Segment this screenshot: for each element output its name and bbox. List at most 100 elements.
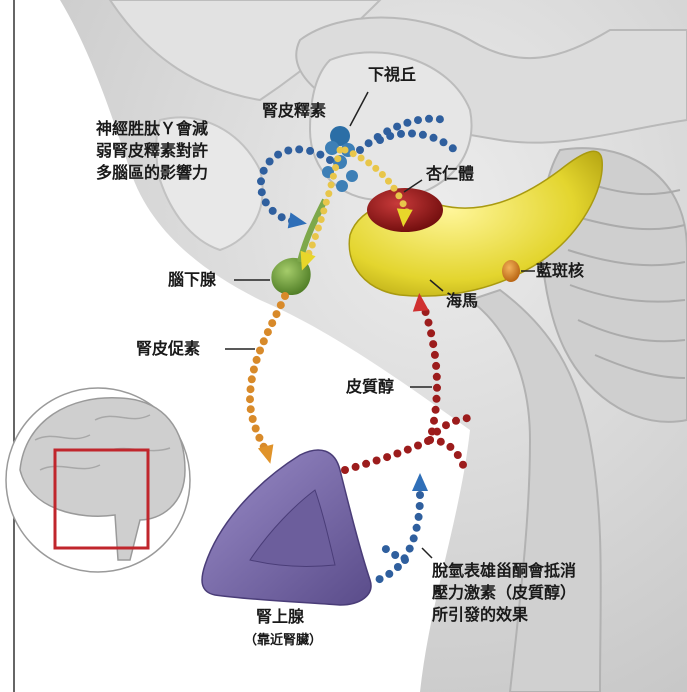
cortisol-path-dot	[463, 414, 471, 422]
cortisol-path-dot	[452, 417, 460, 425]
dhea-path-dot	[406, 545, 414, 553]
dhea-path	[376, 491, 424, 583]
crh-path-dot	[323, 199, 330, 206]
crh-path-dot	[342, 147, 349, 154]
crh-path-dot	[365, 159, 372, 166]
acth-path-dot	[246, 395, 254, 403]
crh-path-dot	[385, 178, 392, 185]
npy-path-dot	[408, 130, 416, 138]
dhea-line: 所引發的效果	[432, 604, 652, 626]
crh-path-dot	[332, 164, 339, 171]
dhea-path-dot	[401, 556, 409, 564]
npy-path-dot	[295, 145, 303, 153]
npy-path-dot	[306, 147, 314, 155]
acth-path-dot	[249, 415, 257, 423]
crh-path-dot	[320, 207, 327, 214]
label-hypothalamus: 下視丘	[368, 64, 416, 86]
label-npy-effect: 神經胜肽Ｙ會減 弱腎皮釋素對許 多腦區的影響力	[96, 118, 256, 184]
cortisol-path-dot	[427, 329, 435, 337]
cortisol-path-dot	[362, 460, 370, 468]
cortisol-path-dot	[454, 451, 462, 459]
locus-coeruleus	[502, 260, 520, 282]
inset-brain-thumbnail	[6, 388, 190, 572]
crh-path-dot	[391, 185, 398, 192]
npy-line: 神經胜肽Ｙ會減	[96, 118, 256, 140]
crh-path-dot	[309, 242, 316, 249]
cortisol-path-dot	[430, 417, 438, 425]
acth-path-dot	[253, 356, 261, 364]
npy-path-dot	[262, 198, 270, 206]
npy-path-dot	[430, 134, 438, 142]
cortisol-path-dot	[432, 362, 440, 370]
acth-path-dot	[256, 347, 264, 355]
npy-path-dot	[326, 156, 334, 164]
npy-line: 多腦區的影響力	[96, 162, 256, 184]
npy-path-dot	[278, 213, 286, 221]
cortisol-path-dot	[433, 395, 441, 403]
crh-path-dot	[325, 190, 332, 197]
cortisol-path-dot	[393, 450, 401, 458]
cortisol-path-dot	[352, 463, 360, 471]
npy-path-dot	[393, 123, 401, 131]
cortisol-path-dot	[433, 384, 441, 392]
npy-path-dot	[269, 207, 277, 215]
cortisol-path-dot	[446, 443, 454, 451]
cortisol-path-dot	[426, 436, 434, 444]
label-cortisol: 皮質醇	[346, 376, 394, 398]
cortisol-path-dot	[437, 438, 445, 446]
npy-path-dot	[414, 116, 422, 124]
npy-path-dot	[425, 115, 433, 123]
acth-path-dot	[273, 310, 281, 318]
cortisol-path-dot	[433, 428, 441, 436]
npy-path-dot	[436, 115, 444, 123]
dhea-line: 脫氫表雄甾酮會抵消	[432, 560, 652, 582]
cortisol-path-dot	[383, 453, 391, 461]
crh-path-dot	[328, 181, 335, 188]
crh-path-dot	[379, 171, 386, 178]
acth-path-dot	[252, 425, 260, 433]
acth-path-dot	[247, 385, 255, 393]
dhea-path-dot	[413, 524, 421, 532]
label-crh: 腎皮釋素	[262, 100, 326, 122]
crh-path-dot	[312, 233, 319, 240]
label-dhea-effect: 脫氫表雄甾酮會抵消 壓力激素（皮質醇） 所引發的效果	[432, 560, 652, 626]
dhea-path-dot	[394, 563, 402, 571]
npy-path-dot	[365, 139, 373, 147]
dhea-path-dot	[416, 491, 424, 499]
dhea-arrow-icon	[412, 473, 428, 491]
label-amygdala: 杏仁體	[426, 163, 474, 185]
dhea-path-dot	[382, 545, 390, 553]
cortisol-path-dot	[373, 457, 381, 465]
npy-path-dot	[397, 130, 405, 138]
crh-path-dot	[318, 216, 325, 223]
label-hippocampus: 海馬	[446, 290, 478, 312]
npy-path-dot	[356, 146, 364, 154]
dhea-path-dot	[376, 575, 384, 583]
cortisol-path-dot	[414, 442, 422, 450]
crh-path-dot	[350, 150, 357, 157]
crh-path-dot	[372, 165, 379, 172]
cortisol-path-dot	[459, 461, 467, 469]
acth-path	[246, 292, 289, 451]
acth-path-dot	[277, 301, 285, 309]
cortisol-path-dot	[425, 319, 433, 327]
dhea-line: 壓力激素（皮質醇）	[432, 582, 652, 604]
npy-path-dot	[376, 136, 384, 144]
npy-path-dot	[274, 151, 282, 159]
acth-path-dot	[281, 292, 289, 300]
crh-path-dot	[330, 173, 337, 180]
acth-path-dot	[248, 375, 256, 383]
acth-path-dot	[260, 337, 268, 345]
cortisol-path-dot	[433, 373, 441, 381]
crh-path-dot	[358, 155, 365, 162]
npy-path-dot	[260, 167, 268, 175]
dhea-path-dot	[391, 551, 399, 559]
acth-path-dot	[250, 366, 258, 374]
npy-path-dot	[419, 131, 427, 139]
dhea-path-dot	[410, 534, 418, 542]
npy-line: 弱腎皮釋素對許	[96, 140, 256, 162]
label-adrenal: 腎上腺	[256, 606, 304, 628]
npy-path-dot	[440, 138, 448, 146]
label-locus-coeruleus: 藍斑核	[536, 260, 584, 282]
